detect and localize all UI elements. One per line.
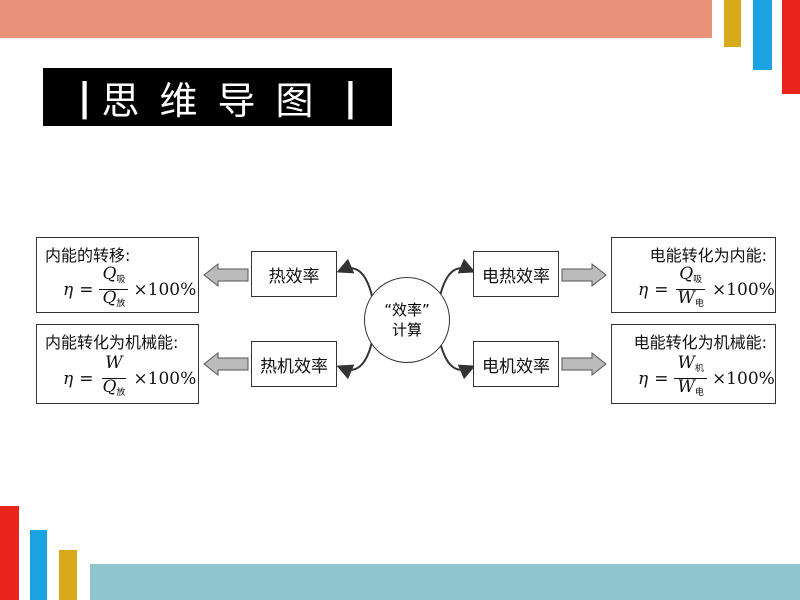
denominator-subscript: 电 bbox=[694, 388, 704, 398]
top-decorative-band bbox=[0, 0, 712, 38]
eta-symbol: η bbox=[638, 279, 649, 300]
equals-sign: = bbox=[654, 368, 669, 389]
times-percent: ×100% bbox=[711, 279, 775, 300]
curve-center-to-engine-eff bbox=[336, 341, 373, 380]
arrow-motor-eff-to-mechanical bbox=[561, 351, 607, 377]
center-line-1: “效率” bbox=[384, 301, 430, 319]
top-blue-accent-bar bbox=[753, 0, 772, 70]
equals-sign: = bbox=[79, 279, 94, 300]
bottom-blue-accent-bar bbox=[30, 530, 47, 600]
heat-efficiency-node: 热效率 bbox=[251, 251, 337, 297]
times-percent: ×100% bbox=[133, 368, 197, 389]
title-left-bar: | bbox=[77, 75, 92, 119]
internal-transfer-heading: 内能的转移: bbox=[45, 246, 131, 265]
numerator-variable: W bbox=[677, 353, 695, 373]
fraction: Q吸 Q放 bbox=[99, 264, 129, 313]
arrow-electric-heat-to-internal bbox=[561, 262, 607, 288]
electric-to-internal-formula: η = Q吸 W电 ×100% bbox=[638, 266, 775, 313]
bottom-yellow-accent-bar bbox=[59, 550, 77, 600]
denominator-subscript: 放 bbox=[116, 299, 126, 309]
title-right-bar: | bbox=[343, 75, 358, 119]
curve-center-to-electric-heat bbox=[439, 258, 476, 297]
numerator-variable: W bbox=[105, 353, 123, 373]
curve-center-to-motor-eff bbox=[439, 341, 476, 380]
denominator-variable: Q bbox=[102, 288, 117, 308]
top-yellow-accent-bar bbox=[724, 0, 741, 47]
internal-energy-transfer-box: 内能的转移: η = Q吸 Q放 ×100% bbox=[36, 237, 199, 313]
electric-heat-efficiency-node: 电热效率 bbox=[473, 251, 559, 297]
fraction: Q吸 W电 bbox=[674, 266, 707, 313]
eta-symbol: η bbox=[63, 279, 74, 300]
denominator-subscript: 电 bbox=[694, 299, 704, 309]
internal-to-mechanical-heading: 内能转化为机械能: bbox=[45, 333, 179, 352]
times-percent: ×100% bbox=[133, 279, 197, 300]
electric-to-mechanical-heading: 电能转化为机械能: bbox=[633, 333, 767, 352]
curve-center-to-heat-eff bbox=[336, 258, 373, 297]
fraction: W Q放 bbox=[99, 355, 128, 402]
numerator-subscript: 机 bbox=[694, 364, 704, 374]
internal-transfer-formula: η = Q吸 Q放 ×100% bbox=[63, 266, 196, 313]
efficiency-calculation-center: “效率” 计算 bbox=[364, 277, 450, 363]
denominator-variable: W bbox=[677, 377, 695, 397]
denominator-variable: Q bbox=[102, 377, 117, 397]
top-red-accent-bar bbox=[782, 0, 800, 94]
arrow-engine-eff-to-mechanical bbox=[203, 351, 249, 377]
denominator-subscript: 放 bbox=[116, 388, 126, 398]
eta-symbol: η bbox=[638, 368, 649, 389]
internal-to-mechanical-box: 内能转化为机械能: η = W Q放 ×100% bbox=[36, 324, 199, 404]
center-line-2: 计算 bbox=[391, 321, 422, 339]
electric-to-internal-heading: 电能转化为内能: bbox=[649, 246, 767, 265]
bottom-red-accent-bar bbox=[0, 506, 19, 600]
title-text: 思维导图 bbox=[101, 78, 334, 123]
eta-symbol: η bbox=[63, 368, 74, 389]
page-title: | 思维导图 | bbox=[43, 68, 392, 126]
numerator-variable: Q bbox=[102, 264, 117, 284]
arrow-heat-eff-to-transfer bbox=[203, 262, 249, 288]
electric-to-mechanical-formula: η = W机 W电 ×100% bbox=[638, 355, 775, 402]
electric-to-mechanical-box: 电能转化为机械能: η = W机 W电 ×100% bbox=[611, 324, 776, 404]
times-percent: ×100% bbox=[711, 368, 775, 389]
equals-sign: = bbox=[79, 368, 94, 389]
internal-to-mechanical-formula: η = W Q放 ×100% bbox=[63, 355, 196, 402]
bottom-decorative-band bbox=[90, 564, 800, 600]
electric-to-internal-box: 电能转化为内能: η = Q吸 W电 ×100% bbox=[611, 237, 776, 313]
motor-efficiency-node: 电机效率 bbox=[473, 341, 559, 387]
heat-engine-efficiency-node: 热机效率 bbox=[251, 341, 337, 387]
numerator-subscript: 吸 bbox=[693, 275, 703, 285]
numerator-variable: Q bbox=[679, 264, 694, 284]
denominator-variable: W bbox=[677, 288, 695, 308]
equals-sign: = bbox=[654, 279, 669, 300]
fraction: W机 W电 bbox=[674, 355, 707, 402]
numerator-subscript: 吸 bbox=[116, 275, 126, 285]
